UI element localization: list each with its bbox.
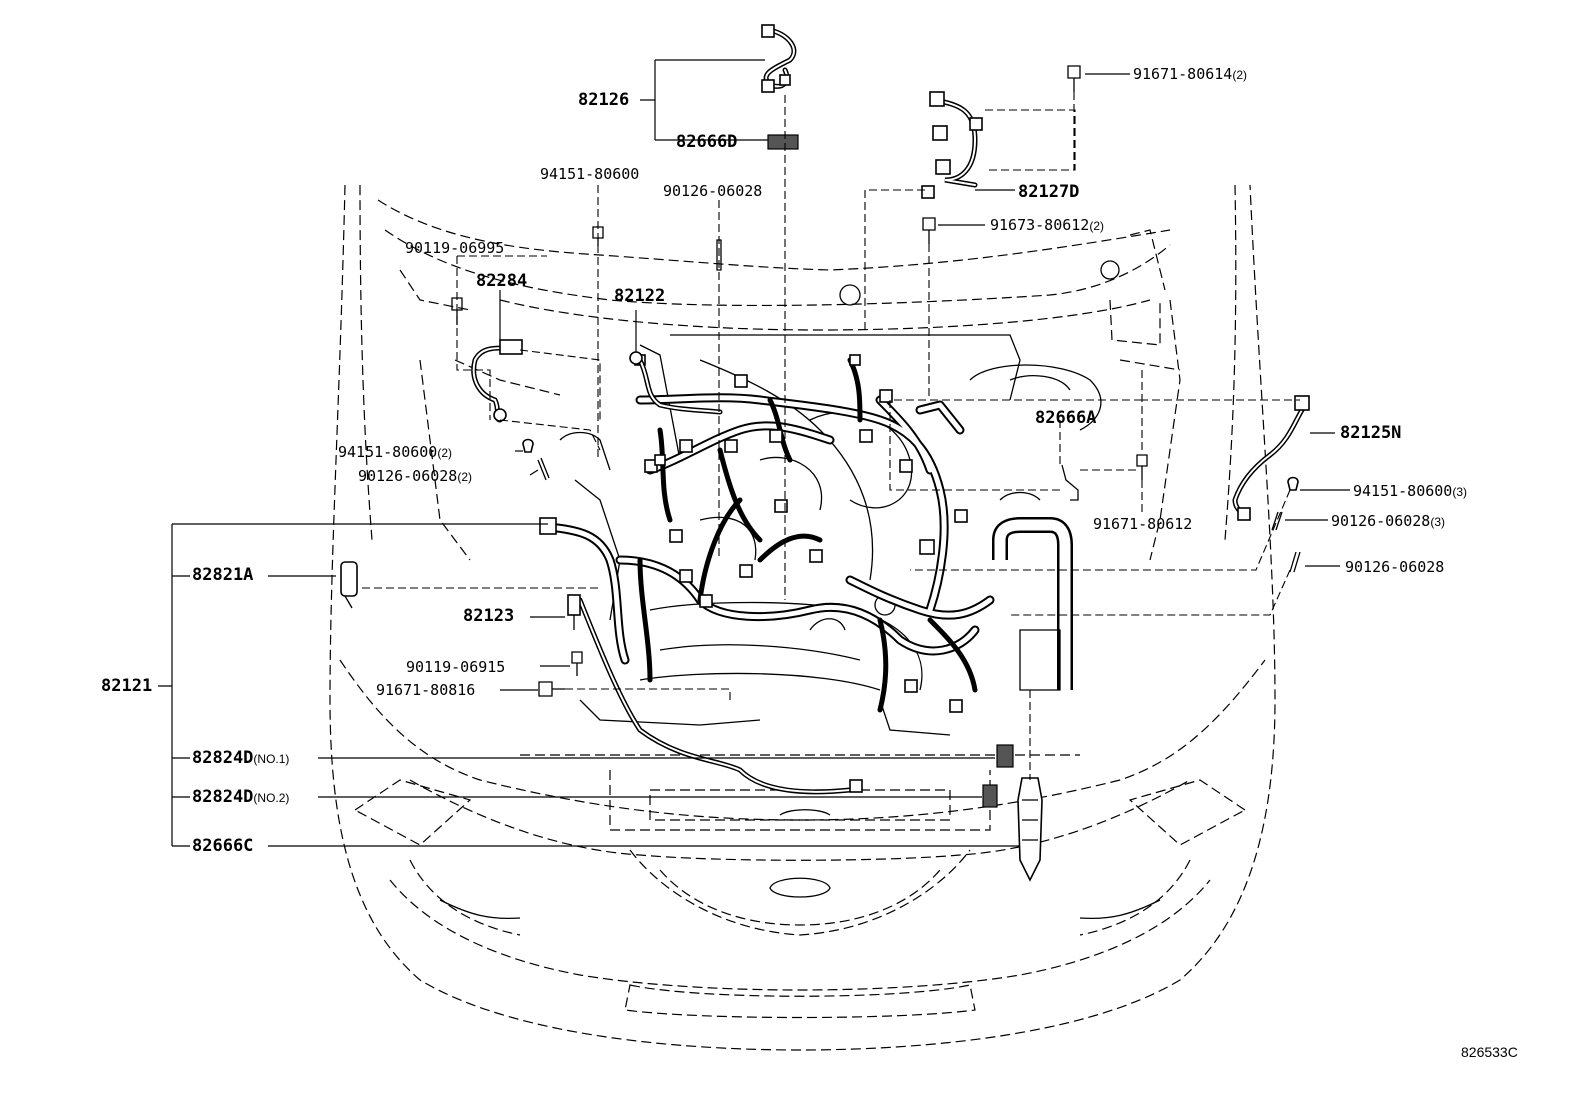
fasteners <box>340 65 1301 882</box>
label-82821A: 82821A <box>192 565 254 585</box>
engine-wire-harness <box>539 354 1073 795</box>
label-82122: 82122 <box>614 286 666 306</box>
harness-82127D <box>921 91 1076 199</box>
car-body-outline <box>329 184 1276 1051</box>
label-90126-06028-top: 90126-06028 <box>663 182 763 200</box>
label-82126: 82126 <box>578 90 630 110</box>
label-82125N: 82125N <box>1340 423 1402 443</box>
label-82284: 82284 <box>476 271 528 291</box>
harness-82125N <box>1232 395 1310 521</box>
label-82123: 82123 <box>463 606 515 626</box>
label-91671-80612: 91671-80612 <box>1093 515 1193 533</box>
label-82824D-no1: 82824D(NO.1) <box>192 748 290 768</box>
leader-lines <box>158 59 1350 847</box>
label-90126-06028-3: 90126-06028(3) <box>1331 512 1446 530</box>
label-82666A: 82666A <box>1035 408 1097 428</box>
label-94151-80600-3: 94151-80600(3) <box>1353 482 1468 500</box>
label-90119-06995: 90119-06995 <box>405 239 505 257</box>
diagram-id: 826533C <box>1461 1044 1518 1060</box>
label-94151-80600-2: 94151-80600(2) <box>338 443 453 461</box>
label-82127D: 82127D <box>1018 182 1080 202</box>
label-82666D: 82666D <box>676 132 738 152</box>
label-91671-80816: 91671-80816 <box>376 681 476 699</box>
label-91671-80614: 91671-80614(2) <box>1133 65 1248 83</box>
label-82824D-no2: 82824D(NO.2) <box>192 787 290 807</box>
label-90126-06028-r: 90126-06028 <box>1345 558 1445 576</box>
label-82666C: 82666C <box>192 836 254 856</box>
label-94151-80600: 94151-80600 <box>540 165 640 183</box>
label-91673-80612: 91673-80612(2) <box>990 216 1105 234</box>
label-82121: 82121 <box>101 676 153 696</box>
label-90126-06028-2: 90126-06028(2) <box>358 467 473 485</box>
harness-82126 <box>761 24 799 150</box>
harness-82284 <box>471 339 523 423</box>
label-90119-06915: 90119-06915 <box>406 658 506 676</box>
